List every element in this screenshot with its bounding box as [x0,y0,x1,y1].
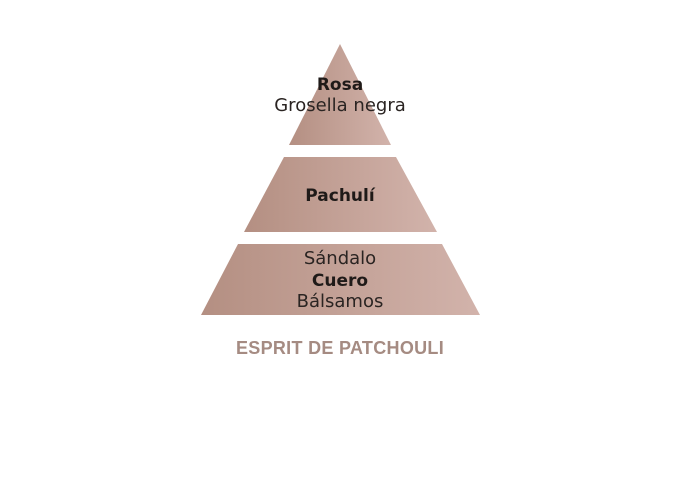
base-note-cuero: Cuero [311,271,369,291]
base-note-sandalo: Sándalo [303,248,377,269]
base-note-balsamos: Bálsamos [296,291,384,312]
pyramid-top-tier [289,44,391,145]
fragrance-title: ESPRIT DE PATCHOULI [235,338,445,358]
top-note-grosella-negra: Grosella negra [274,95,406,116]
top-note-rosa: Rosa [316,75,364,95]
pyramid-middle-tier [244,157,437,232]
pyramid-base-tier [201,244,480,315]
heart-note-pachuli: Pachulí [305,186,375,206]
